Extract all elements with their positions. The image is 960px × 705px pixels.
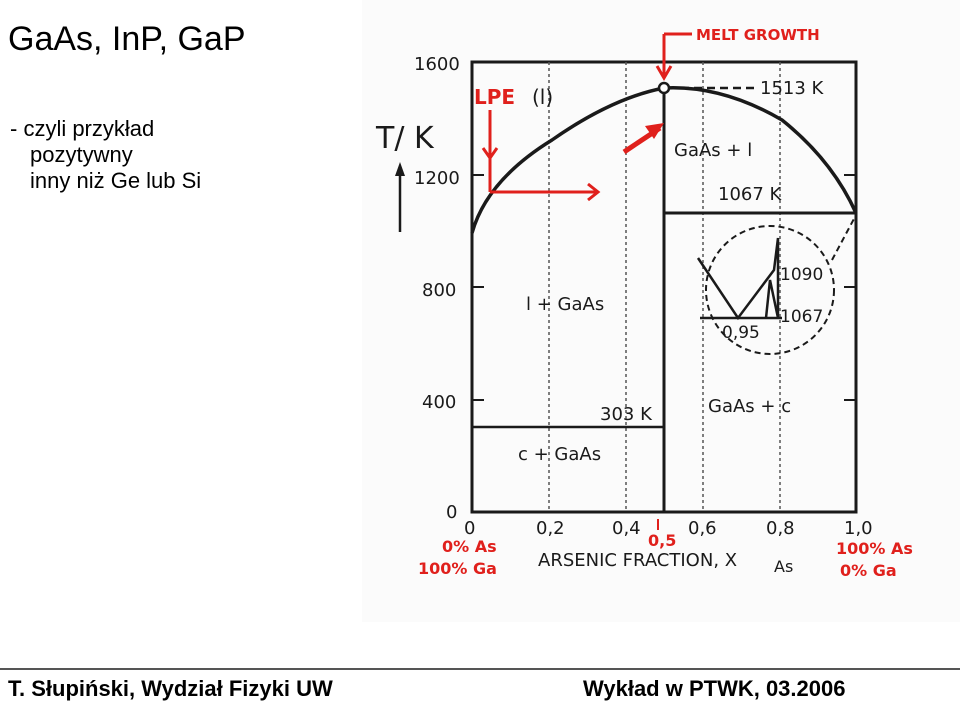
inset-label-1067: 1067 [780,307,823,327]
y-tick-1200: 1200 [414,168,460,189]
phase-diagram: T/ K 1600 1200 800 400 0 0 0,2 0,4 0,6 0… [375,26,913,580]
melt-growth-arrow [655,32,692,81]
lpe-path [481,110,601,202]
region-gaas-liquid: GaAs + l [674,140,752,161]
footer-author: T. Słupiński, Wydział Fizyki UW [8,676,333,701]
footer-lecture: Wykład w PTWK, 03.2006 [583,676,846,701]
phase-diagram-scan: T/ K 1600 1200 800 400 0 0 0,2 0,4 0,6 0… [362,0,960,622]
label-1513k: 1513 K [760,78,825,99]
x-axis-subscript: As [774,557,793,576]
y-tick-0: 0 [446,502,457,523]
right-end-line2: 0% Ga [840,561,897,580]
inset-curve [696,237,780,321]
x-tick-0-2: 0,2 [536,518,565,539]
melting-point-marker [657,81,671,95]
y-tick-800: 800 [422,280,456,301]
right-end-line1: 100% As [836,539,913,558]
lpe-label: LPE [474,85,515,109]
x-axis-label: ARSENIC FRACTION, X [538,550,737,571]
label-1067k: 1067 K [718,184,783,205]
region-gaas-c: GaAs + c [708,396,791,417]
slide-title: GaAs, InP, GaP [8,20,246,58]
inset-label-1090: 1090 [780,265,823,285]
footer-divider [0,668,960,670]
y-tick-1600: 1600 [414,54,460,75]
inset-connector [831,214,857,261]
region-c-gaas: c + GaAs [518,444,601,465]
y-tick-400: 400 [422,392,456,413]
left-end-line2: 100% Ga [418,559,497,578]
bullet-line-3: inny niż Ge lub Si [30,168,202,193]
x-tick-1-0: 1,0 [844,518,873,539]
bullet-line-1: - czyli przykład [10,116,155,141]
inset-label-0-95: 0,95 [722,323,760,343]
region-liquid: (l) [532,85,553,109]
left-end-line1: 0% As [442,537,497,556]
x-tick-0-6: 0,6 [688,518,717,539]
x-half-label: 0,5 [648,531,676,550]
grid-lines [548,62,781,512]
red-direction-arrow [622,123,664,155]
x-tick-0-8: 0,8 [766,518,795,539]
y-axis-label: T/ K [375,121,435,156]
inset-circle [705,225,835,355]
label-303k: 303 K [600,404,653,425]
x-tick-0: 0 [464,518,475,539]
y-axis-arrowhead [395,162,405,176]
region-liquid-gaas: l + GaAs [526,294,604,315]
axis-ticks [472,174,856,401]
melt-growth-label: MELT GROWTH [696,26,820,44]
x-tick-0-4: 0,4 [612,518,641,539]
bullet-list: - czyli przykład pozytywny inny niż Ge l… [10,116,201,194]
bullet-line-2: pozytywny [30,142,133,167]
